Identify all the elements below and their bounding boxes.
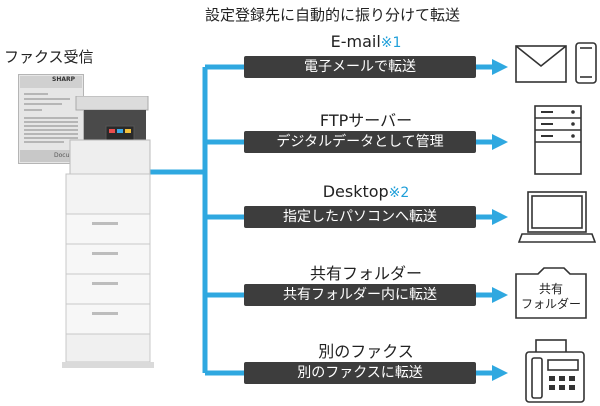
route-ftp-action: デジタルデータとして管理 [244,131,476,153]
folder-label-line-1: 共有 [538,282,563,296]
arrow-head-2 [492,134,508,150]
folder-label-line-2: フォルダー [520,297,581,311]
shared-folder: 共有 フォルダー [514,264,588,320]
arrow-head-1 [492,59,508,75]
printer-icon [62,96,154,368]
folder-label: 共有 フォルダー [514,282,588,312]
fax-machine-icon [525,339,585,403]
route-desktop-note: ※2 [388,185,410,201]
diagram-title: 設定登録先に自動的に振り分けて転送 [205,6,461,24]
route-desktop-action: 指定したパソコンへ転送 [244,206,476,228]
route-email-note: ※1 [380,35,402,51]
smartphone-icon [575,42,597,84]
route-folder-name: 共有フォルダー [309,264,422,283]
arrow-head-3 [492,209,508,225]
folder-icon [515,267,587,319]
route-email-name: E-mail [330,32,381,51]
arrow-head-4 [492,287,508,303]
route-fax-title: 別のファクス [250,338,482,362]
route-desktop-title: Desktop※2 [250,182,482,201]
route-folder-action: 共有フォルダー内に転送 [244,284,476,306]
laptop-icon [518,191,596,243]
route-fax-name: 別のファクス [318,342,414,361]
route-email-action: 電子メールで転送 [244,56,476,78]
route-fax-action: 別のファクスに転送 [244,362,476,384]
route-ftp-title: FTPサーバー [250,107,482,131]
arrow-head-5 [492,365,508,381]
envelope-and-smartphone-icon [515,42,597,84]
document-brand: SHARP [52,76,76,83]
route-ftp-name: FTPサーバー [319,111,413,130]
route-folder-title: 共有フォルダー [250,260,482,284]
source-label: ファクス受信 [4,48,94,66]
multifunction-printer [62,96,154,388]
route-email-title: E-mail※1 [250,32,482,51]
server-icon [534,105,582,175]
route-desktop-name: Desktop [322,182,389,201]
